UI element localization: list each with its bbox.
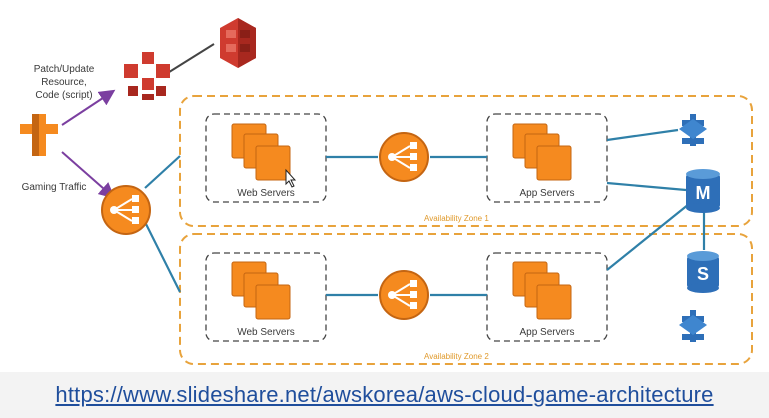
rds-database-standby-icon (687, 251, 719, 293)
availability-zone-1-label: Availability Zone 1 (424, 214, 489, 223)
connector-lines (144, 128, 706, 297)
availability-zone-2-label: Availability Zone 2 (424, 352, 489, 361)
ec2-instances-icon (512, 261, 572, 320)
zone1-app-servers-label: App Servers (519, 188, 574, 199)
sqs-queue-icon-top (679, 114, 707, 146)
user-icon (20, 114, 58, 156)
s3-bucket-icon (220, 18, 256, 68)
patch-label-line2: Resource, (41, 77, 87, 88)
db-master-label: M (696, 183, 711, 203)
code-deploy-icon (124, 52, 170, 100)
main-load-balancer-icon (101, 185, 151, 235)
zone2-app-servers-label: App Servers (519, 327, 574, 338)
sqs-queue-icon-bottom (679, 310, 707, 342)
web-servers-group-2 (205, 252, 327, 342)
mouse-cursor (285, 168, 297, 188)
zone2-web-servers-label: Web Servers (237, 327, 295, 338)
patch-label-line1: Patch/Update (34, 64, 95, 75)
patch-arrow (61, 89, 116, 126)
zone2-load-balancer-icon (379, 270, 429, 320)
zone1-load-balancer-icon (379, 132, 429, 182)
gaming-traffic-label: Gaming Traffic (22, 182, 87, 193)
slideshare-link[interactable]: https://www.slideshare.net/awskorea/aws-… (55, 382, 714, 407)
gaming-traffic-arrow (61, 151, 116, 199)
deploy-to-s3-line (165, 43, 215, 75)
rds-database-master-icon (686, 169, 720, 213)
availability-zone-1-box (179, 95, 753, 227)
patch-label-line3: Code (script) (35, 90, 92, 101)
footer-bar: https://www.slideshare.net/awskorea/aws-… (0, 372, 769, 418)
zone1-web-servers-label: Web Servers (237, 188, 295, 199)
db-standby-label: S (697, 264, 709, 284)
ec2-instances-icon (231, 123, 291, 181)
app-servers-group-2 (486, 252, 608, 342)
availability-zone-2-box (179, 233, 753, 365)
architecture-diagram: Availability Zone 1 Availability Zone 2 (20, 18, 753, 365)
ec2-instances-icon (231, 261, 291, 320)
ec2-instances-icon (512, 123, 572, 181)
